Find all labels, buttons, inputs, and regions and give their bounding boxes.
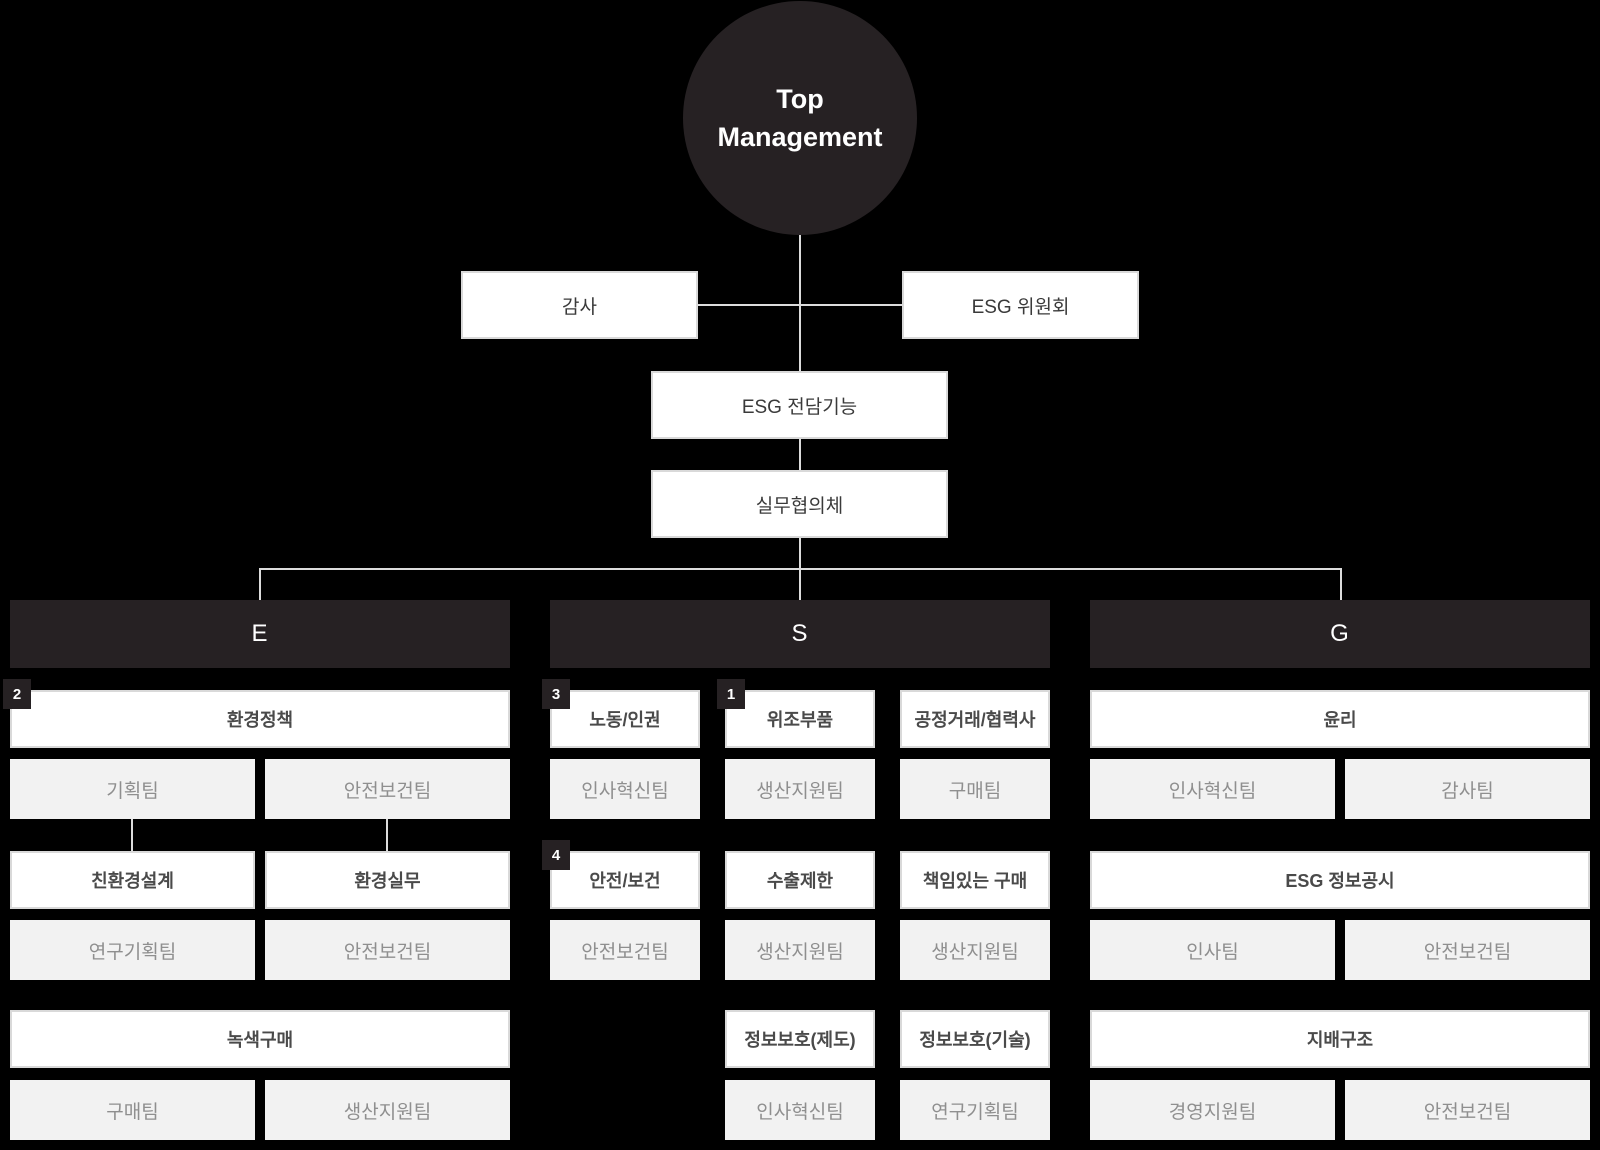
ethics-box: 윤리 bbox=[1090, 690, 1590, 748]
infosec-tech-team-box: 연구기획팀 bbox=[900, 1080, 1050, 1140]
infosec-system-team-box: 인사혁신팀 bbox=[725, 1080, 875, 1140]
connector-e-left bbox=[131, 819, 133, 851]
badge-1: 1 bbox=[717, 679, 745, 709]
connector-audit-horizontal bbox=[698, 304, 903, 306]
green-purchase-team1-box: 구매팀 bbox=[10, 1080, 255, 1140]
export-limit-box: 수출제한 bbox=[725, 851, 875, 909]
governance-team1-box: 경영지원팀 bbox=[1090, 1080, 1335, 1140]
responsible-purchase-box: 책임있는 구매 bbox=[900, 851, 1050, 909]
counterfeit-team-box: 생산지원팀 bbox=[725, 759, 875, 819]
green-purchase-team2-box: 생산지원팀 bbox=[265, 1080, 510, 1140]
eco-design-box: 친환경설계 bbox=[10, 851, 255, 909]
working-council-box: 실무협의체 bbox=[651, 470, 948, 538]
governance-box: 지배구조 bbox=[1090, 1010, 1590, 1068]
green-purchase-box: 녹색구매 bbox=[10, 1010, 510, 1068]
esg-committee-box: ESG 위원회 bbox=[902, 271, 1139, 339]
labor-team-box: 인사혁신팀 bbox=[550, 759, 700, 819]
env-practice-team-box: 안전보건팀 bbox=[265, 920, 510, 980]
disclosure-box: ESG 정보공시 bbox=[1090, 851, 1590, 909]
header-s: S bbox=[550, 600, 1050, 668]
eco-design-team-box: 연구기획팀 bbox=[10, 920, 255, 980]
audit-box: 감사 bbox=[461, 271, 698, 339]
export-limit-team-box: 생산지원팀 bbox=[725, 920, 875, 980]
connector-drop-g bbox=[1340, 568, 1342, 600]
env-policy-team2-box: 안전보건팀 bbox=[265, 759, 510, 819]
disclosure-team1-box: 인사팀 bbox=[1090, 920, 1335, 980]
infosec-system-box: 정보보호(제도) bbox=[725, 1010, 875, 1068]
responsible-purchase-team-box: 생산지원팀 bbox=[900, 920, 1050, 980]
ethics-team1-box: 인사혁신팀 bbox=[1090, 759, 1335, 819]
safety-team-box: 안전보건팀 bbox=[550, 920, 700, 980]
badge-2: 2 bbox=[3, 679, 31, 709]
labor-box: 노동/인권 bbox=[550, 690, 700, 748]
env-policy-team1-box: 기획팀 bbox=[10, 759, 255, 819]
infosec-tech-box: 정보보호(기술) bbox=[900, 1010, 1050, 1068]
connector-e-right bbox=[386, 819, 388, 851]
connector-branch-horizontal bbox=[259, 568, 1342, 570]
badge-3: 3 bbox=[542, 679, 570, 709]
connector-drop-e bbox=[259, 568, 261, 600]
fair-trade-box: 공정거래/협력사 bbox=[900, 690, 1050, 748]
connector-top-vertical bbox=[799, 234, 801, 371]
safety-box: 안전/보건 bbox=[550, 851, 700, 909]
env-practice-box: 환경실무 bbox=[265, 851, 510, 909]
connector-function-council bbox=[799, 439, 801, 470]
disclosure-team2-box: 안전보건팀 bbox=[1345, 920, 1590, 980]
governance-team2-box: 안전보건팀 bbox=[1345, 1080, 1590, 1140]
env-policy-box: 환경정책 bbox=[10, 690, 510, 748]
esg-function-box: ESG 전담기능 bbox=[651, 371, 948, 439]
ethics-team2-box: 감사팀 bbox=[1345, 759, 1590, 819]
badge-4: 4 bbox=[542, 840, 570, 870]
header-g: G bbox=[1090, 600, 1590, 668]
counterfeit-box: 위조부품 bbox=[725, 690, 875, 748]
header-e: E bbox=[10, 600, 510, 668]
fair-trade-team-box: 구매팀 bbox=[900, 759, 1050, 819]
top-management-circle: Top Management bbox=[683, 1, 917, 235]
